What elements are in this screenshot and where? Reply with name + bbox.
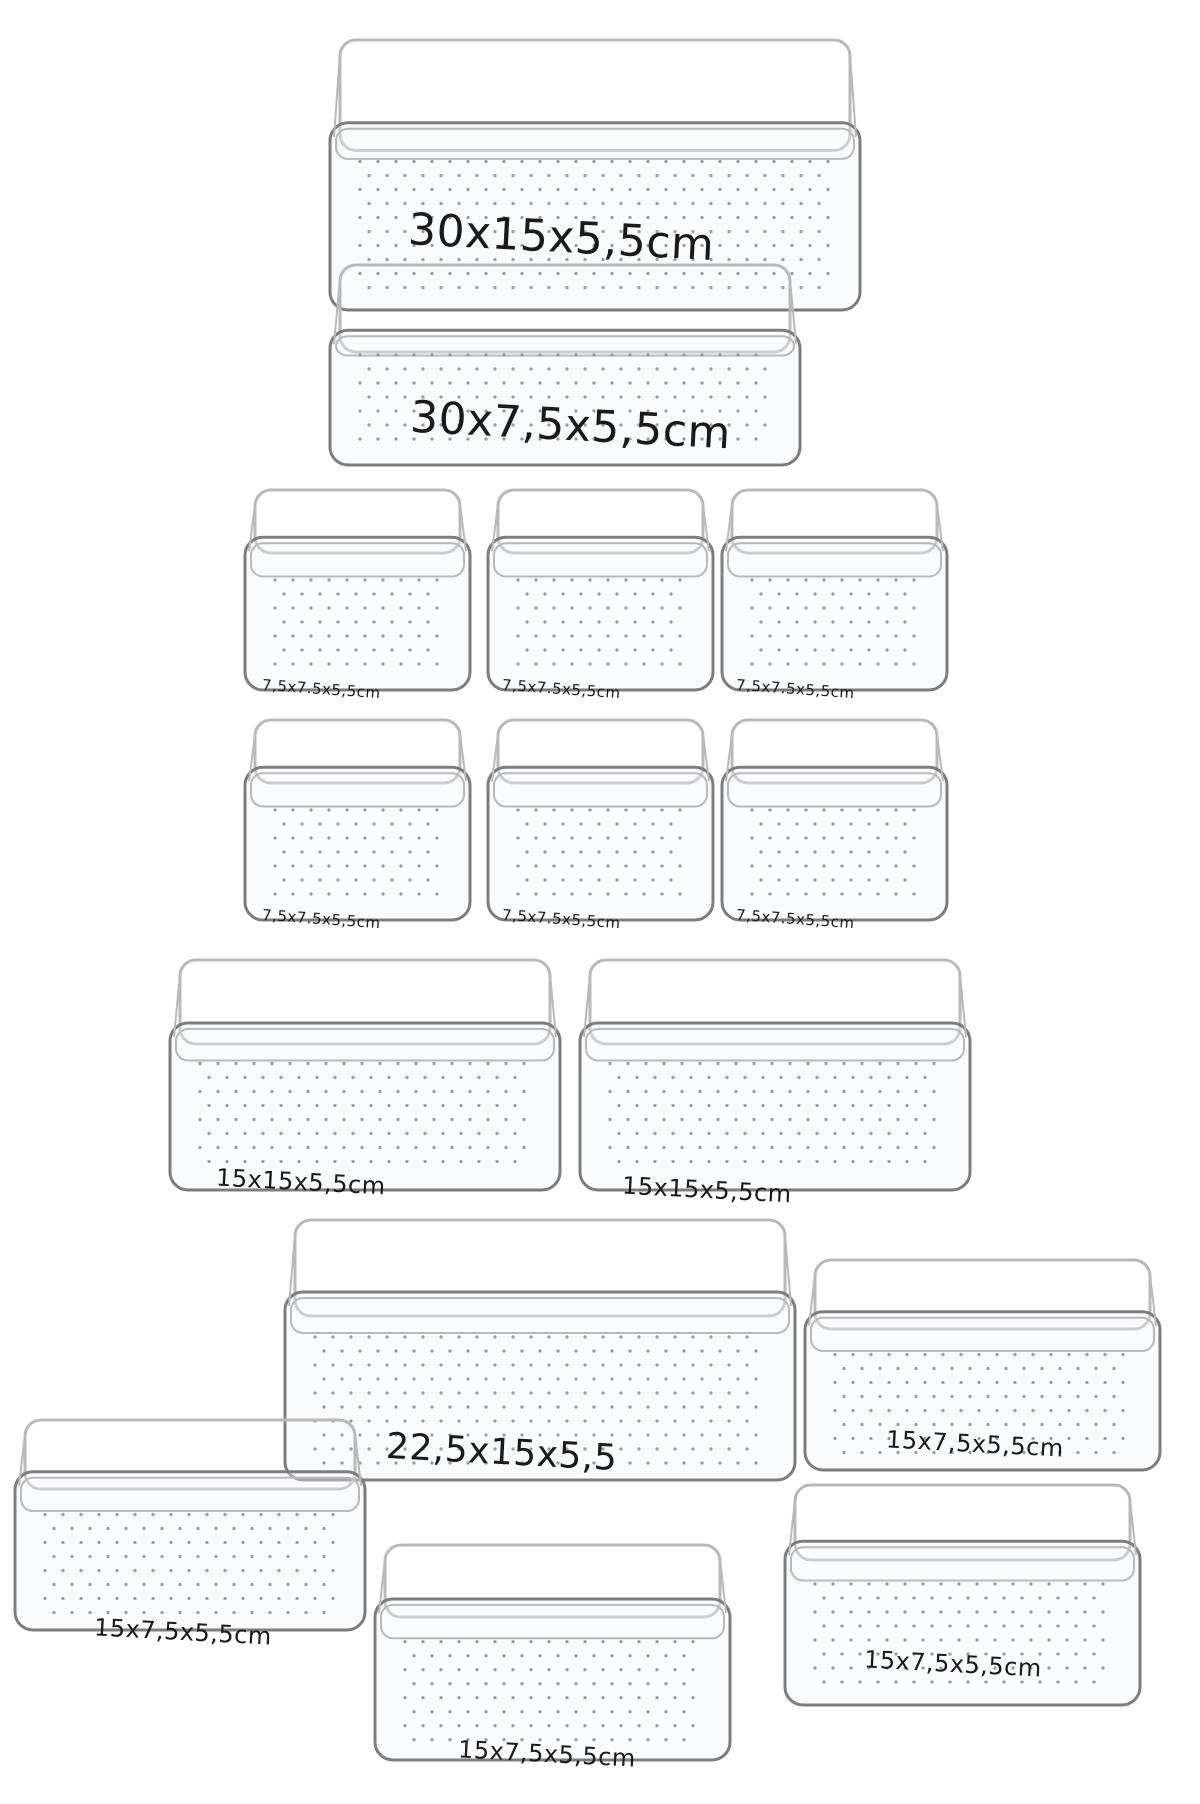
tray-tray-sq-5 xyxy=(486,718,715,922)
tray-tray-sq-3 xyxy=(720,488,949,692)
tray-tray-15x7-5-1 xyxy=(803,1258,1162,1472)
tray-tray-22-5x15 xyxy=(283,1218,797,1482)
tray-tray-15x7-5-2 xyxy=(13,1418,367,1632)
tray-tray-15x15-2 xyxy=(578,958,972,1192)
tray-tray-15x7-5-4 xyxy=(783,1483,1142,1707)
tray-tray-15x7-5-3 xyxy=(373,1543,732,1762)
tray-tray-sq-4 xyxy=(243,718,472,922)
tray-tray-30x15 xyxy=(328,38,862,312)
tray-tray-sq-6 xyxy=(720,718,949,922)
tray-tray-30x7-5 xyxy=(328,263,802,467)
tray-tray-sq-2 xyxy=(486,488,715,692)
tray-tray-sq-1 xyxy=(243,488,472,692)
tray-tray-15x15-1 xyxy=(168,958,562,1192)
